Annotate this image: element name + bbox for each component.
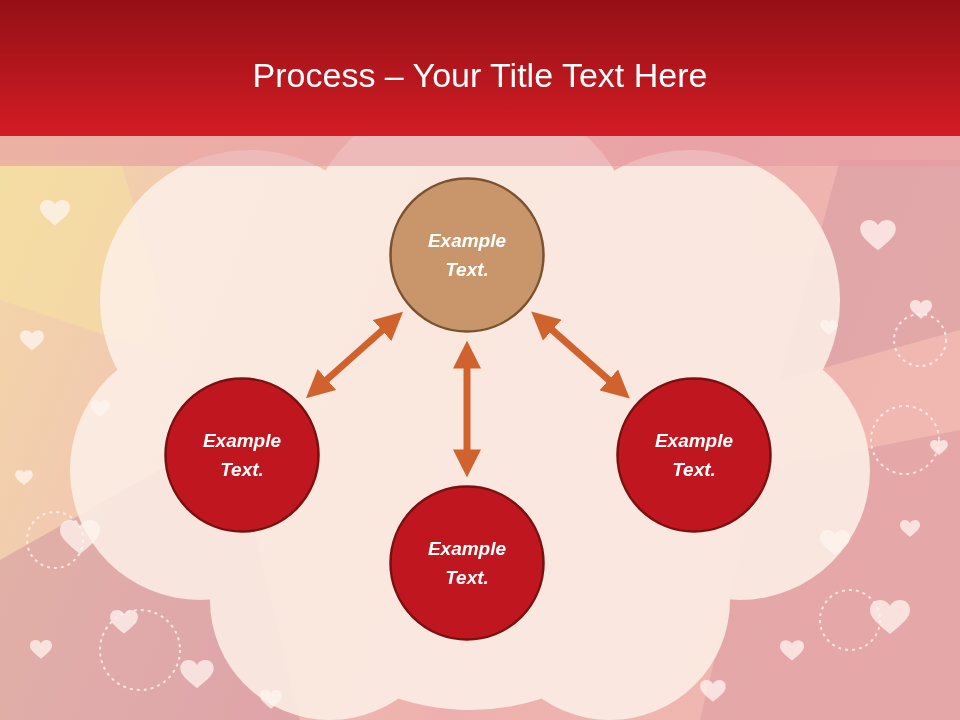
- process-circle: Example Text.: [616, 377, 772, 533]
- node-label: Example Text.: [412, 226, 522, 284]
- node-label: Example Text.: [412, 534, 522, 592]
- node-label: Example Text.: [639, 426, 749, 484]
- circle-outline: [391, 487, 544, 640]
- double-arrow: [323, 327, 387, 383]
- node-label: Example Text.: [187, 426, 297, 484]
- double-arrow: [464, 363, 471, 455]
- circle-shape: [389, 177, 545, 333]
- circle-shape: [616, 377, 772, 533]
- slide-title: Process – Your Title Text Here: [0, 48, 960, 102]
- process-circle: Example Text.: [164, 377, 320, 533]
- process-circle: Example Text.: [389, 177, 545, 333]
- circle-outline: [391, 179, 544, 332]
- circle-shape: [389, 485, 545, 641]
- circle-outline: [166, 379, 319, 532]
- double-arrow: [548, 326, 613, 383]
- circle-shape: [164, 377, 320, 533]
- circle-outline: [618, 379, 771, 532]
- process-circle: Example Text.: [389, 485, 545, 641]
